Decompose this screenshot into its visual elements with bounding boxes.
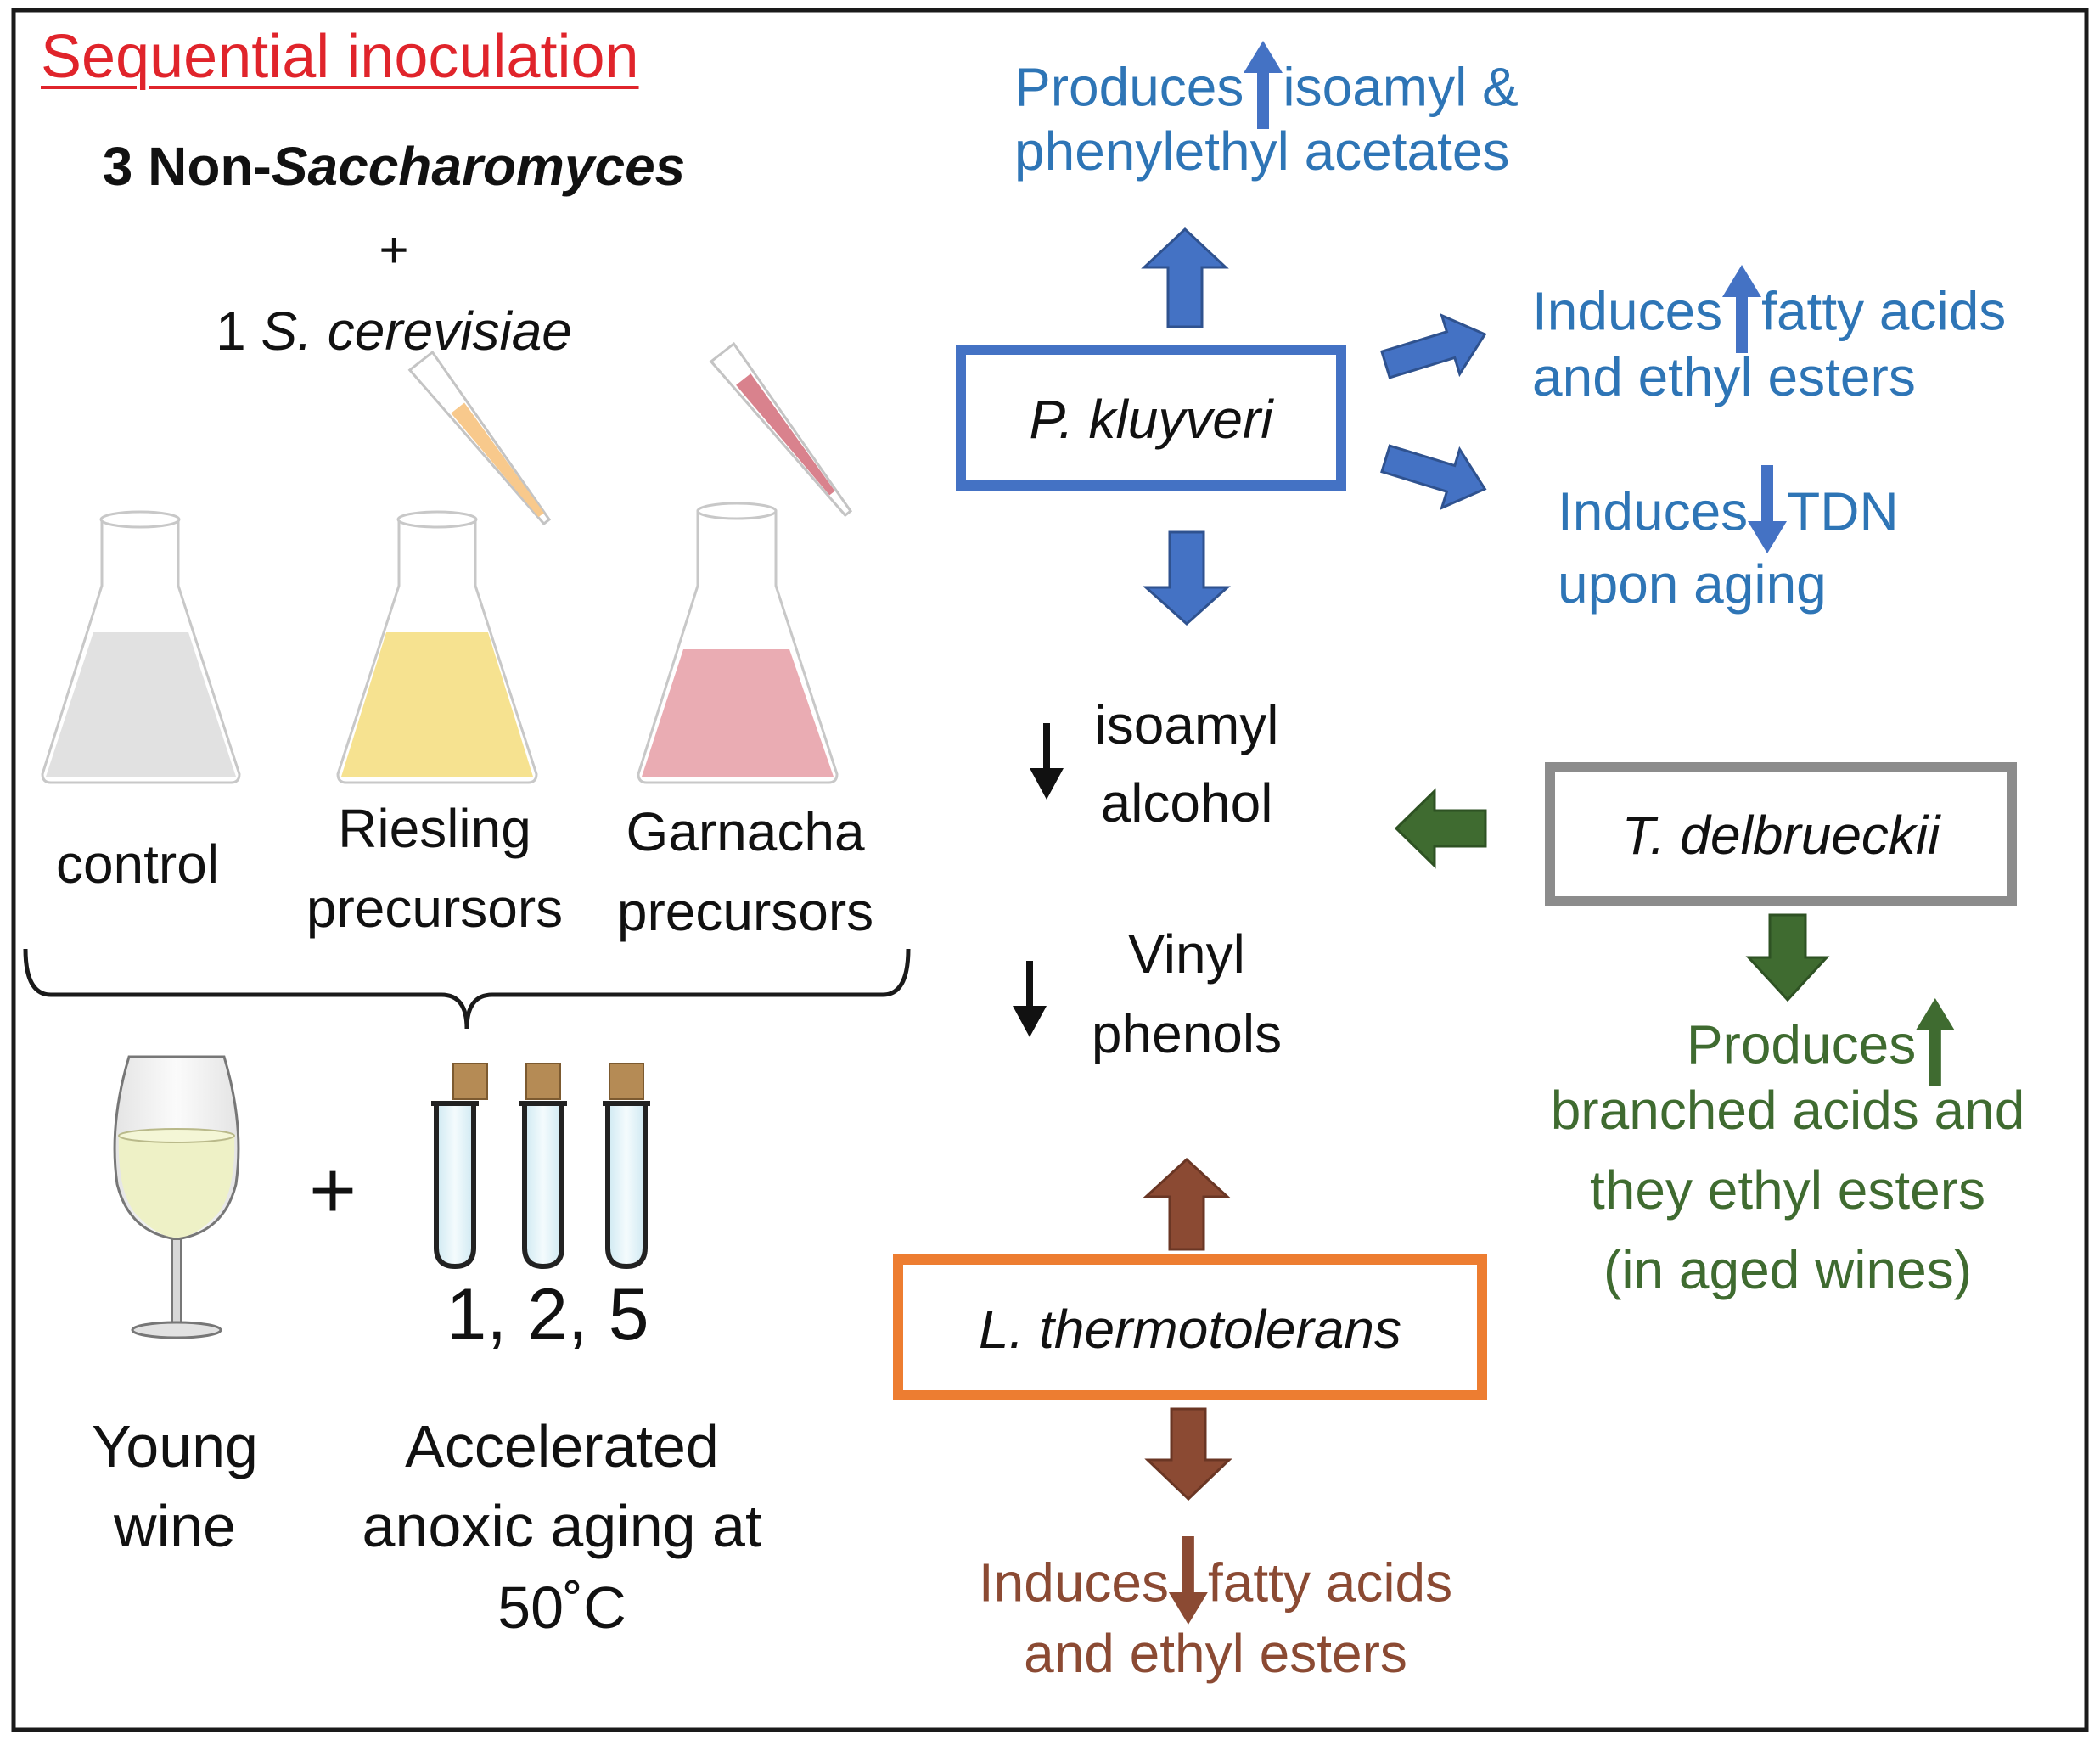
test-tube-1 [431,1063,488,1270]
effect-kluyveri-tdn-line2: upon aging [1558,553,1827,615]
effect-kluyveri-fatty-line1: Induces fatty acids [1532,265,2006,367]
tube-numbers: 1, 2, 5 [446,1274,649,1356]
diagram-title: Sequential inoculation [41,23,639,91]
flask-garnacha [637,502,839,784]
test-tube-2 [519,1063,567,1270]
young-wine-label-1: Young [92,1413,258,1479]
inoculum-line1: 3 Non-Saccharomyces [103,136,686,199]
effect-kluyveri-fatty-prefix: Induces [1532,280,1723,342]
effect-delbrueckii-line4: (in aged wines) [1603,1239,1972,1300]
effect-delbrueckii-line3: they ethyl esters [1590,1159,1985,1221]
flask-label-riesling-2: precursors [306,878,564,939]
pipette-riesling [407,350,552,526]
yeast-name-p-kluyveri: P. kluyveri [1029,389,1273,450]
inoculum-line3: 1 S. cerevisiae [216,300,572,363]
inoculum-genus: Saccharomyces [271,136,686,197]
isoamyl-line1: isoamyl [1094,694,1279,755]
effect-kluyveri-tdn-rest: TDN [1787,480,1899,542]
arrow-thermotolerans-down [1144,1407,1232,1501]
effect-kluyveri-produces-rest: isoamyl & [1283,56,1519,118]
flask-label-garnacha-1: Garnacha [626,801,865,862]
effect-kluyveri-fatty-rest: fatty acids [1761,280,2007,342]
box-p-kluyveri [956,345,1346,491]
accelerated-label-2: anoxic aging at [362,1493,762,1559]
up-arrow-icon [1722,265,1762,367]
arrow-kluyveri-down [1143,530,1231,626]
wine-glass [113,1055,240,1339]
arrow-kluyveri-right-lower [1380,444,1487,510]
pipette-garnacha [709,341,853,518]
effect-thermotolerans-line2: and ethyl esters [1024,1623,1407,1684]
yeast-name-t-delbrueckii: T. delbrueckii [1621,805,1940,866]
box-t-delbrueckii [1545,762,2017,906]
arrow-kluyveri-right-upper [1380,313,1487,379]
flask-label-garnacha-2: precursors [616,881,874,942]
effect-thermotolerans-rest: fatty acids [1208,1552,1453,1614]
effect-kluyveri-fatty-line2: and ethyl esters [1532,346,1916,407]
down-arrow-icon [1748,465,1788,567]
test-tube-3 [603,1063,650,1270]
down-arrow-icon [1169,1536,1209,1638]
aging-plus: + [308,1145,357,1236]
flask-label-control: control [55,834,220,895]
effect-delbrueckii-line2: branched acids and [1550,1080,2025,1141]
flask-riesling [336,510,538,784]
box-l-thermotolerans [893,1254,1487,1400]
outer-frame [11,8,2089,1732]
effect-thermotolerans-prefix: Induces [978,1552,1170,1614]
accelerated-label-1: Accelerated [405,1413,719,1479]
inoculum-prefix: 3 Non- [102,136,272,197]
arrow-vinyl-down [1013,961,1047,1037]
arrow-delbrueckii-down [1745,913,1830,1002]
up-arrow-icon [1244,41,1283,143]
young-wine-label-2: wine [114,1493,236,1559]
effect-kluyveri-produces-prefix: Produces [1014,56,1244,118]
up-arrow-icon [1916,998,1956,1100]
flask-control [41,510,241,784]
yeast-name-l-thermotolerans: L. thermotolerans [978,1299,1402,1360]
vinyl-line2: phenols [1091,1003,1283,1064]
isoamyl-line2: alcohol [1100,772,1273,834]
arrow-thermotolerans-up [1143,1157,1231,1251]
inoculum-species: S. cerevisiae [261,300,572,362]
vinyl-line1: Vinyl [1128,923,1245,985]
accelerated-label-3: 50˚C [497,1574,626,1641]
effect-thermotolerans-line1: Induces fatty acids [979,1536,1452,1638]
arrow-delbrueckii-left [1394,788,1487,869]
arrow-kluyveri-up [1141,227,1229,328]
inoculum-plus: + [379,222,409,278]
effect-delbrueckii-line1: Produces [1686,998,1956,1100]
effect-kluyveri-tdn-prefix: Induces [1558,480,1749,542]
effect-kluyveri-tdn-line1: Induces TDN [1558,465,1899,567]
effect-kluyveri-produces-line2: phenylethyl acetates [1014,121,1510,182]
effect-kluyveri-produces-line1: Produces isoamyl & [1014,41,1519,143]
arrow-isoamyl-down [1030,723,1064,800]
effect-delbrueckii-prefix: Produces [1686,1013,1917,1075]
curly-brace [23,948,911,1030]
flask-label-riesling-1: Riesling [338,798,531,859]
inoculum-count: 1 [216,300,261,362]
